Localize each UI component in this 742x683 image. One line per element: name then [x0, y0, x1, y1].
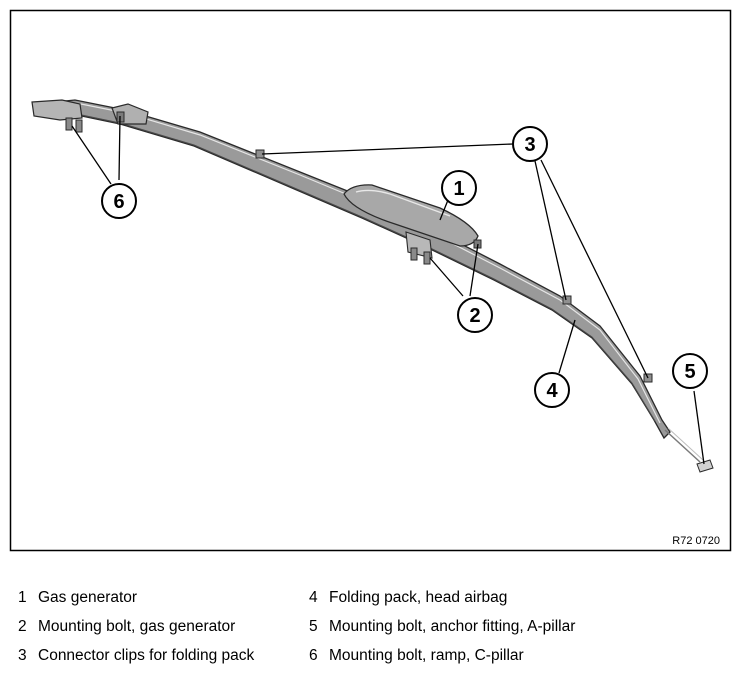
legend-item: 1 Gas generator: [18, 588, 254, 617]
callout-1: 1: [441, 170, 477, 206]
legend-text: Mounting bolt, gas generator: [38, 618, 236, 635]
svg-text:6: 6: [113, 191, 124, 213]
legend-item: 6 Mounting bolt, ramp, C-pillar: [309, 646, 575, 675]
svg-text:5: 5: [684, 361, 695, 383]
legend: 1 Gas generator 2 Mounting bolt, gas gener…: [0, 588, 742, 683]
callout-6: 6: [101, 183, 137, 219]
reference-code: R72 0720: [672, 535, 720, 547]
svg-text:4: 4: [546, 380, 558, 402]
svg-text:1: 1: [453, 178, 464, 200]
legend-text: Connector clips for folding pack: [38, 647, 255, 664]
legend-item: 3 Connector clips for folding pack: [18, 646, 254, 675]
legend-text: Folding pack, head airbag: [329, 589, 508, 606]
legend-number: 5: [309, 618, 318, 635]
legend-number: 2: [18, 618, 27, 635]
legend-item: 2 Mounting bolt, gas generator: [18, 617, 254, 646]
legend-number: 4: [309, 589, 318, 606]
leader-lines: [71, 115, 705, 465]
legend-item: 4 Folding pack, head airbag: [309, 588, 575, 617]
airbag-diagram: 1 2 3 4 5 6 R72 0720: [9, 9, 732, 552]
callout-3: 3: [512, 126, 548, 162]
callout-5: 5: [672, 353, 708, 389]
legend-number: 6: [309, 647, 318, 664]
legend-column-left: 1 Gas generator 2 Mounting bolt, gas gener…: [18, 588, 254, 675]
legend-text: Mounting bolt, anchor fitting, A-pillar: [329, 618, 576, 635]
callout-4: 4: [534, 372, 570, 408]
legend-item: 5 Mounting bolt, anchor fitting, A-pillar: [309, 617, 575, 646]
callout-2: 2: [457, 297, 493, 333]
a-pillar-anchor-fitting: [664, 427, 714, 473]
legend-number: 3: [18, 647, 27, 664]
svg-text:2: 2: [469, 305, 480, 327]
legend-text: Mounting bolt, ramp, C-pillar: [329, 647, 524, 664]
legend-number: 1: [18, 589, 27, 606]
c-pillar-ramp-fitting: [31, 99, 149, 133]
svg-text:3: 3: [524, 134, 535, 156]
gas-generator: [343, 184, 482, 265]
diagram-frame: [9, 9, 732, 552]
legend-text: Gas generator: [38, 589, 138, 606]
